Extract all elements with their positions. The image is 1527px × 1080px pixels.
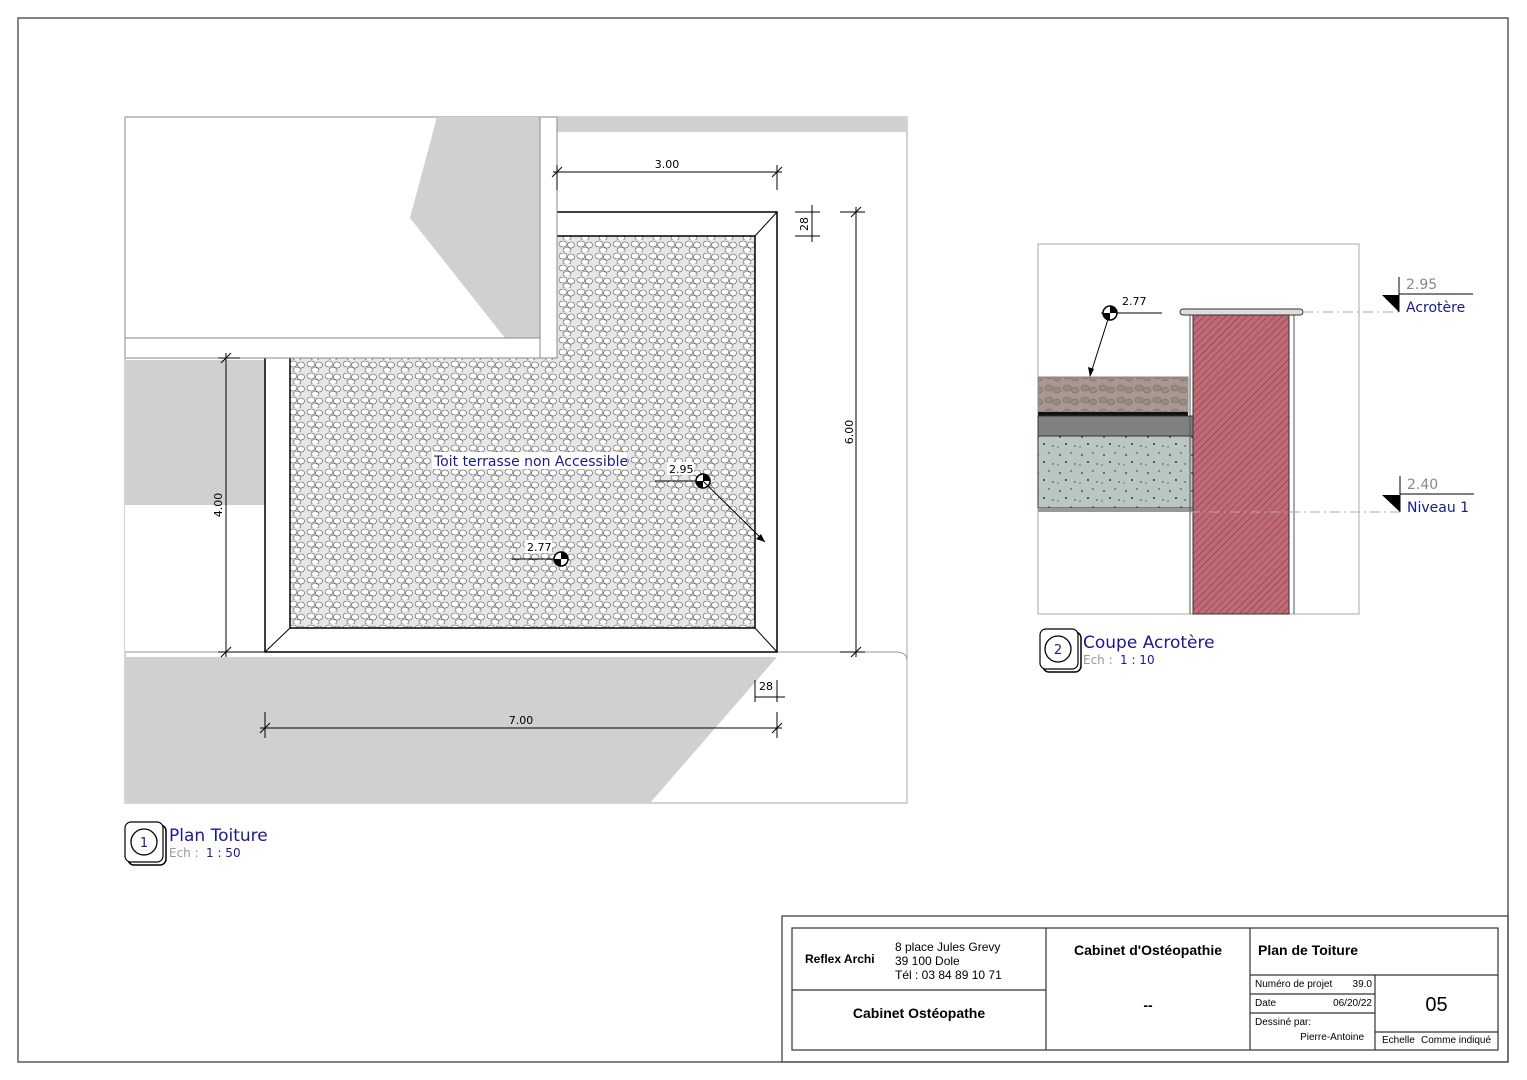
dimension-left: 4.00 — [212, 493, 225, 518]
date-label: Date — [1255, 998, 1277, 1009]
dimension-edge-bottom: 28 — [759, 680, 773, 693]
view-number: 2 — [1054, 643, 1062, 658]
sheet-border — [17, 17, 1509, 1063]
level-value: 2.95 — [1406, 277, 1437, 293]
plan-toiture-view[interactable]: 3.00 6.00 4.00 7.00 28 28 Toit terrasse … — [124, 116, 908, 804]
sheet-title: Plan de Toiture — [1258, 942, 1359, 958]
view-title-plan-toiture[interactable]: 1 Plan Toiture Ech : 1 : 50 — [124, 821, 268, 866]
view-title-coupe-acrotere[interactable]: 2 Coupe Acrotère Ech : 1 : 10 — [1039, 628, 1215, 673]
spot-elevation-icon — [655, 473, 766, 543]
client-name: Cabinet Ostéopathe — [852, 1005, 986, 1021]
shade — [125, 657, 777, 803]
scale-value: Comme indiqué — [1421, 1035, 1492, 1046]
view-scale: 1 : 50 — [206, 846, 241, 860]
drawn-by-label: Dessiné par: — [1255, 1017, 1312, 1028]
scale-label: Echelle — [1382, 1035, 1415, 1046]
view-number: 1 — [140, 836, 148, 851]
view-title: Plan Toiture — [169, 826, 268, 846]
dimension-top: 3.00 — [655, 158, 680, 171]
drawn-by: Pierre-Antoine — [1300, 1032, 1364, 1043]
concrete-slab — [1037, 435, 1196, 509]
spot-elevation-value: 2.77 — [527, 541, 552, 554]
date: 06/20/22 — [1333, 998, 1372, 1009]
project-number: 39.0 — [1352, 979, 1372, 990]
scale-label: Ech : — [169, 846, 199, 860]
gravel-layer — [1037, 376, 1189, 413]
spot-elevation-value: 2.95 — [669, 463, 694, 476]
title-block-frame — [781, 915, 1509, 1063]
level-name: Niveau 1 — [1407, 500, 1469, 516]
spot-elevation-icon — [512, 551, 569, 567]
level-value: 2.40 — [1407, 477, 1438, 493]
level-marker-acrotere[interactable]: 2.95 Acrotère — [1382, 277, 1473, 316]
dimension-edge-top: 28 — [798, 217, 811, 231]
view-scale: 1 : 10 — [1120, 653, 1155, 667]
project-subtitle: -- — [1143, 997, 1153, 1013]
roof-annotation[interactable]: Toit terrasse non Accessible — [433, 454, 628, 470]
spot-elevation-value: 2.77 — [1122, 295, 1147, 308]
coping — [1179, 308, 1304, 316]
address-line: 8 place Jules Grevy — [895, 940, 1001, 954]
level-marker-niveau-1[interactable]: 2.40 Niveau 1 — [1382, 476, 1474, 516]
project-name: Cabinet d'Ostéopathie — [1073, 942, 1222, 958]
wall-section — [1192, 311, 1290, 615]
address-line: 39 100 Dole — [895, 954, 960, 968]
dimension-bottom: 7.00 — [509, 714, 534, 727]
project-number-label: Numéro de projet — [1255, 979, 1333, 990]
firm-address: 8 place Jules Grevy 39 100 Dole Tél : 03… — [895, 940, 1002, 982]
dimension-lines — [218, 165, 865, 738]
coupe-acrotere-view[interactable]: 2.77 2.95 Acrotère 2.40 Niveau 1 — [1037, 243, 1474, 615]
sheet-number: 05 — [1425, 994, 1448, 1016]
phone: Tél : 03 84 89 10 71 — [895, 968, 1002, 982]
scale-label: Ech : — [1083, 653, 1113, 667]
firm-name: Reflex Archi — [805, 952, 875, 966]
shade — [557, 117, 907, 132]
view-title: Coupe Acrotère — [1083, 633, 1215, 653]
dimension-right: 6.00 — [843, 420, 856, 445]
level-name: Acrotère — [1406, 300, 1465, 316]
